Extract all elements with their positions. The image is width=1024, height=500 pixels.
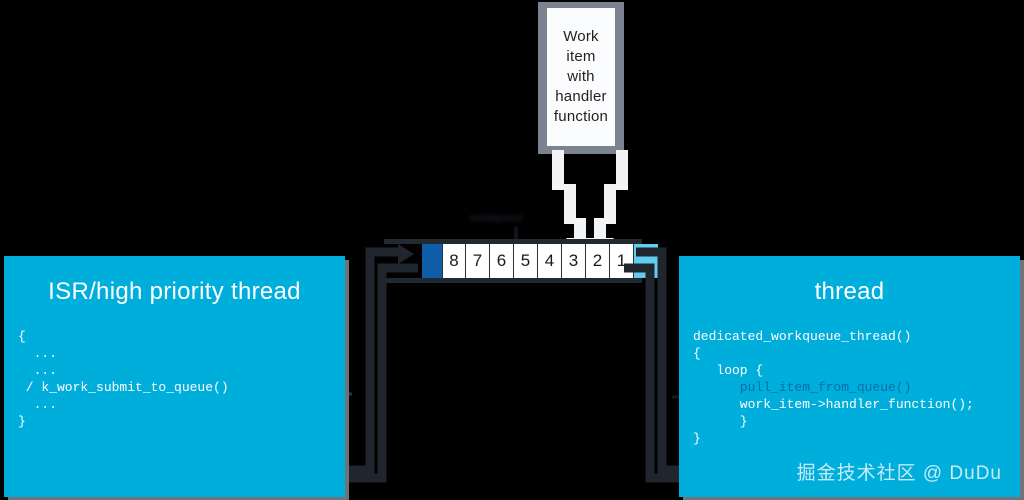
work-item-arrow-left — [552, 150, 594, 255]
work-item-line: item — [566, 48, 596, 65]
code-line: / k_work_submit_to_queue() — [18, 380, 229, 395]
code-line: } — [18, 414, 26, 429]
queue-cell: 6 — [490, 244, 514, 278]
work-item-line: function — [553, 108, 609, 125]
queue-cell: 8 — [442, 244, 466, 278]
work-item-line: with — [567, 68, 595, 85]
code-line: ... — [18, 397, 58, 412]
code-line: } — [693, 414, 748, 429]
code-line: dedicated_workqueue_thread() — [693, 329, 912, 344]
queue-head-block — [422, 244, 442, 278]
code-line: ... — [18, 363, 58, 378]
queue-cell: 3 — [562, 244, 586, 278]
queue-cell: 1 — [610, 244, 634, 278]
code-line: loop { — [693, 363, 764, 378]
thread-panel-code: dedicated_workqueue_thread() { loop { pul… — [693, 328, 1014, 447]
code-line: } — [693, 431, 701, 446]
watermark: 掘金技术社区 @ DuDu — [796, 463, 1002, 484]
code-line: { — [693, 346, 701, 361]
connector-left-arrowhead — [398, 244, 414, 264]
queue-rail-bottom — [384, 278, 642, 283]
code-line: ... — [18, 346, 58, 361]
work-item-line: handler — [555, 88, 607, 105]
queue-cell: 7 — [466, 244, 490, 278]
work-item-line: Work — [563, 28, 599, 45]
connector-left-inner — [345, 263, 418, 483]
work-item-label: Work item with handler function — [554, 27, 608, 127]
queue-tail-block — [634, 244, 658, 278]
thread-panel-title: thread — [814, 278, 885, 305]
queue-cell: 4 — [538, 244, 562, 278]
connector-left-outer — [345, 247, 404, 475]
work-item-to-queue-arrows — [552, 150, 628, 255]
isr-panel-title: ISR/high priority thread — [48, 278, 301, 305]
work-item-box: Work item with handler function — [547, 8, 615, 146]
queue-cell: 2 — [586, 244, 610, 278]
queue-label-pointer — [515, 227, 517, 239]
code-line: { — [18, 329, 26, 344]
code-line: work_item->handler_function(); — [693, 397, 974, 412]
code-line: pull_item_from_queue() — [693, 380, 912, 395]
queue-cell: 5 — [514, 244, 538, 278]
isr-panel: ISR/high priority thread { ... ... / k_w… — [4, 256, 345, 497]
queue-label: workqueue — [470, 213, 524, 224]
work-item-arrow-right — [586, 150, 628, 255]
isr-panel-code: { ... ... / k_work_submit_to_queue() ...… — [18, 328, 339, 430]
thread-panel: thread dedicated_workqueue_thread() { loo… — [679, 256, 1020, 497]
queue-rail-top — [384, 239, 642, 244]
